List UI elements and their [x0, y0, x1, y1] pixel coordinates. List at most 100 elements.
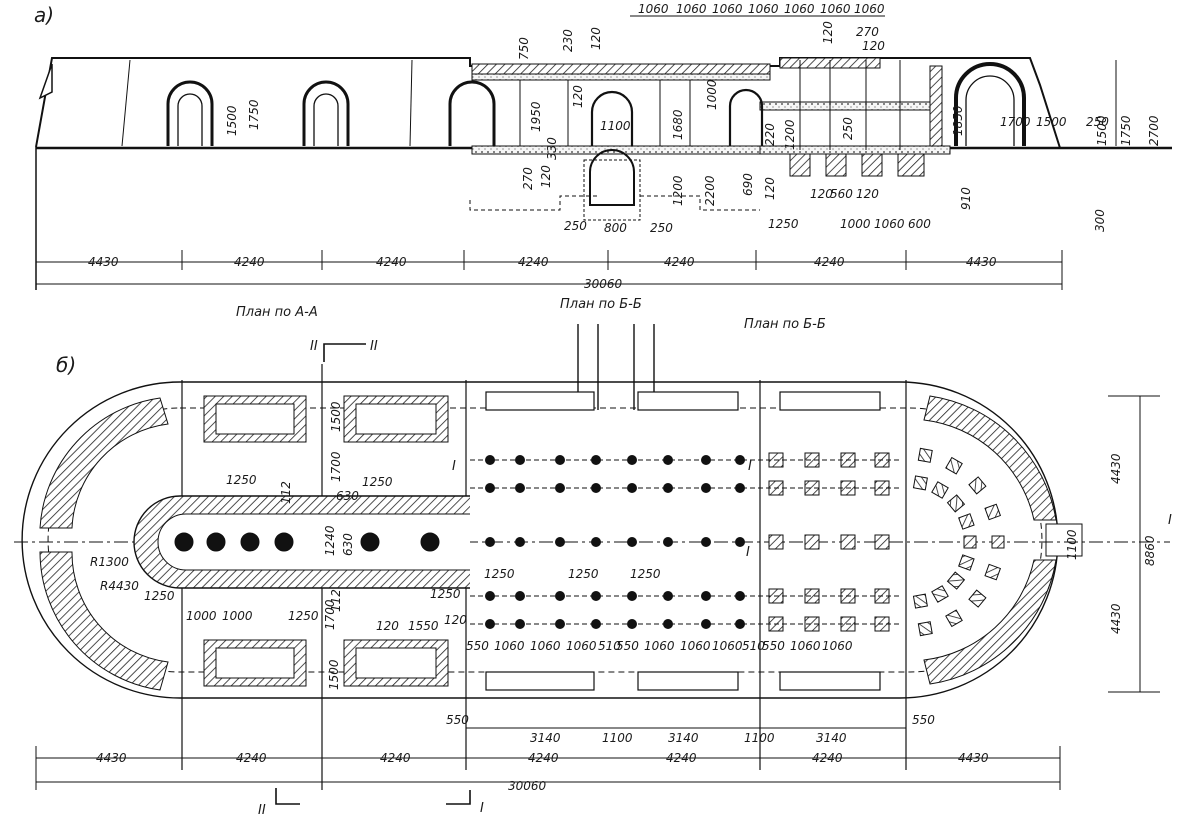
vert-dim: 250	[841, 117, 855, 140]
roof-insulation-layer-2	[471, 73, 771, 81]
inner-dim: 1000	[186, 609, 217, 623]
inline-dim: 600	[908, 217, 931, 231]
small-dim: 270	[856, 25, 879, 39]
right-dim: 4430	[1109, 603, 1123, 634]
left-end-brickwork	[39, 397, 169, 529]
underground-flue	[469, 149, 925, 221]
section-arrow-top	[323, 343, 366, 362]
curved-setting-square	[912, 475, 928, 491]
vert-dim: 1700	[1000, 115, 1031, 129]
section-arrow-bottom-left	[275, 788, 300, 805]
column-dim: 550	[466, 639, 489, 653]
inline-dim: 250	[564, 219, 587, 233]
setting-square	[768, 534, 784, 550]
top-dimension-chain: 1060 1060 1060 1060 1060 1060 1060	[630, 2, 885, 17]
inner-dim: 1500	[327, 659, 341, 690]
vert-dim: 220	[763, 123, 777, 146]
firing-hole	[663, 619, 673, 629]
inline-dim: 250	[650, 221, 673, 235]
inner-dim: R4430	[100, 579, 139, 593]
right-end-wall-2	[923, 559, 1057, 685]
vert-dim: 1950	[529, 101, 543, 132]
lower-dim: 3140	[816, 731, 847, 745]
right-wall-block	[929, 65, 943, 147]
curved-setting-square	[958, 513, 975, 530]
panel-a-elevation: а)	[34, 2, 1172, 291]
curved-setting-square	[917, 447, 933, 463]
bottom-dim: 4240	[518, 255, 549, 269]
column-dim: 1060	[644, 639, 675, 653]
bottom-dim: 4430	[96, 751, 127, 765]
curved-setting-squares	[912, 447, 1005, 637]
bottom-dim: 4240	[234, 255, 265, 269]
vert-dim: 2200	[703, 175, 717, 206]
bottom-dim: 4240	[236, 751, 267, 765]
inner-dim: 1240	[323, 525, 337, 556]
bottom-dim: 4430	[958, 751, 989, 765]
column-dim: 1060	[790, 639, 821, 653]
firing-hole	[663, 455, 673, 465]
inline-dim: 1000	[840, 217, 871, 231]
inner-dim: 1250	[144, 589, 175, 603]
firing-hole	[735, 537, 745, 547]
firing-hole	[485, 537, 495, 547]
inner-dim: 1250	[430, 587, 461, 601]
curved-setting-square	[968, 589, 987, 608]
panel-b-bottom-dims: 4430 4240 4240 4240 4240 4240 4430 30060	[35, 746, 1061, 793]
curved-setting-square	[931, 585, 949, 603]
vert-dim: 1000	[705, 79, 719, 110]
column-dim: 1060	[530, 639, 561, 653]
firing-hole	[663, 537, 673, 547]
section-mark-i: I	[1168, 513, 1172, 528]
setting-square	[804, 534, 820, 550]
section-arrow-bottom-right	[446, 790, 471, 805]
panel-a-bottom-dims: 4430 4240 4240 4240 4240 4240 4430 30060	[35, 250, 1063, 291]
panel-b-inner-dims: 1250 112 1250 630 1250 1250 1250 1250 63…	[90, 401, 661, 690]
lower-dim: 1100	[602, 731, 633, 745]
roof-insulation-layer	[471, 63, 771, 75]
bottom-dim: 4430	[88, 255, 119, 269]
firing-hole	[591, 591, 601, 601]
curved-setting-square	[968, 476, 987, 495]
vertical-dims: 1500 1750 1950 120 330 1680 1000 250 220…	[225, 79, 1161, 232]
vert-dim: 300	[1093, 209, 1107, 232]
inline-dims: 1100 250 800 250 1250 120 560 120 1000 1…	[564, 119, 931, 235]
vert-dim: 120	[539, 165, 553, 188]
left-end-brickwork-2	[39, 551, 169, 691]
vert-dim: 1680	[671, 109, 685, 140]
vert-dim: 1200	[671, 175, 685, 206]
bottom-dim: 4240	[528, 751, 559, 765]
firing-hole	[515, 537, 525, 547]
curved-setting-square	[946, 571, 966, 590]
inner-dim: 1250	[362, 475, 393, 489]
section-captions: План по А-А План по Б-Б План по Б-Б б) I…	[56, 297, 826, 377]
firing-hole	[555, 537, 565, 547]
bottom-dim: 4240	[666, 751, 697, 765]
curved-setting-square	[963, 535, 977, 549]
small-dim: 120	[589, 27, 603, 50]
top-dim: 1060	[712, 2, 743, 16]
vert-dim: 690	[741, 173, 755, 196]
inner-dim: 1250	[630, 567, 661, 581]
arch-openings	[166, 62, 1026, 146]
curved-setting-square	[946, 494, 966, 513]
column-dim: 1060	[822, 639, 853, 653]
inner-dim: 112	[329, 589, 343, 612]
caption-plan-a: План по А-А	[236, 305, 318, 320]
top-dim: 1060	[676, 2, 707, 16]
right-dim: 1100	[1065, 529, 1079, 560]
column-dim: 1060	[494, 639, 525, 653]
section-mark-i: I	[746, 545, 750, 560]
inner-dim: R1300	[90, 555, 129, 569]
top-dim: 1060	[854, 2, 885, 16]
inline-dim: 1100	[600, 119, 631, 133]
bottom-dim: 4240	[812, 751, 843, 765]
top-dim: 1060	[748, 2, 779, 16]
inner-dim: 1250	[484, 567, 515, 581]
section-mark-i: I	[748, 459, 752, 474]
inline-dim: 1250	[768, 217, 799, 231]
vert-dim: 270	[521, 167, 535, 190]
lower-dim: 3140	[668, 731, 699, 745]
bottom-dim: 4240	[380, 751, 411, 765]
caption-plan-b-center: План по Б-Б	[560, 297, 642, 312]
